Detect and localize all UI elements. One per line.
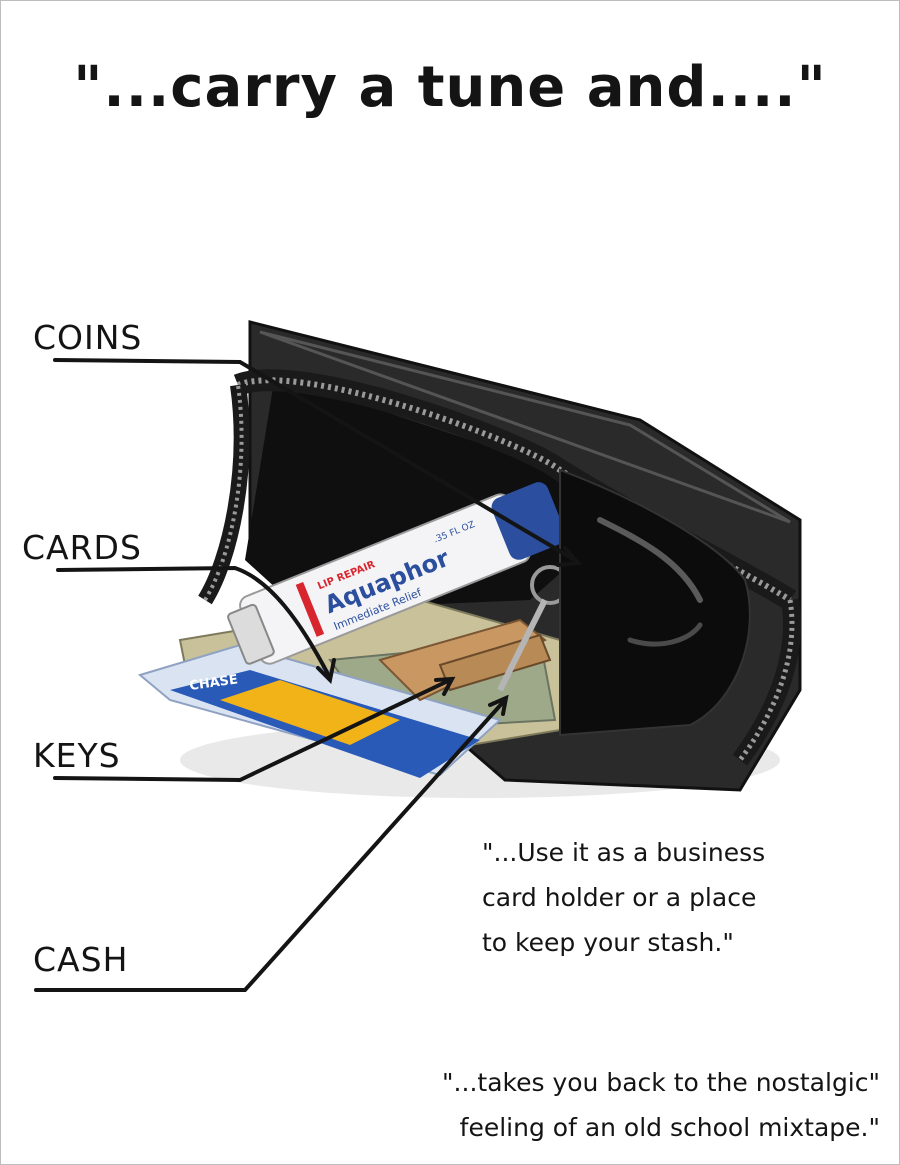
quote-stash-line: to keep your stash.": [482, 928, 734, 957]
keys-pointer-arrow: [434, 676, 456, 696]
tube-crimp: [227, 603, 275, 665]
callout-label-cards: CARDS: [22, 528, 142, 567]
callout-label-keys: KEYS: [33, 736, 121, 775]
tube-cap: [491, 482, 566, 560]
cash-pointer-line: [34, 698, 507, 992]
quote-mixtape-line: feeling of an old school mixtape.": [459, 1113, 880, 1142]
coins-pointer-line: [53, 358, 577, 562]
card-yellow-stripe: [220, 680, 400, 745]
quote-stash-line: card holder or a place: [482, 883, 757, 912]
quote-stash: "...Use it as a business card holder or …: [482, 830, 882, 965]
wallet-zipper-teeth-side: [737, 599, 795, 762]
cash-pointer-arrow: [488, 694, 509, 716]
keys-pointer-line: [53, 678, 452, 783]
quote-mixtape-line: "...takes you back to the nostalgic": [442, 1068, 880, 1097]
card-bank-label: CHASE: [188, 672, 238, 694]
flap-highlight: [597, 517, 703, 603]
keys: [378, 565, 570, 702]
quote-mixtape: "...takes you back to the nostalgic" fee…: [340, 1060, 880, 1150]
callout-lines: [34, 358, 583, 992]
quote-stash-line: "...Use it as a business: [482, 838, 766, 867]
callout-label-coins: COINS: [33, 318, 143, 357]
callout-label-cash: CASH: [33, 940, 129, 979]
tube-red-band: [295, 581, 325, 637]
cards-pointer-line: [56, 565, 332, 680]
wallet-front-flap: [559, 468, 751, 737]
cards-pointer-arrow: [316, 658, 336, 685]
page-title: "...carry a tune and....": [73, 55, 827, 120]
wallet-cover-edge: [259, 330, 791, 524]
lip-balm-tube: Aquaphor LIP REPAIR Immediate Relief .35…: [227, 482, 566, 665]
key-silver: [497, 598, 548, 692]
flap-highlight-lower: [627, 622, 703, 647]
coins-pointer-arrow: [556, 546, 583, 567]
wallet-zipper-left: [198, 383, 250, 605]
